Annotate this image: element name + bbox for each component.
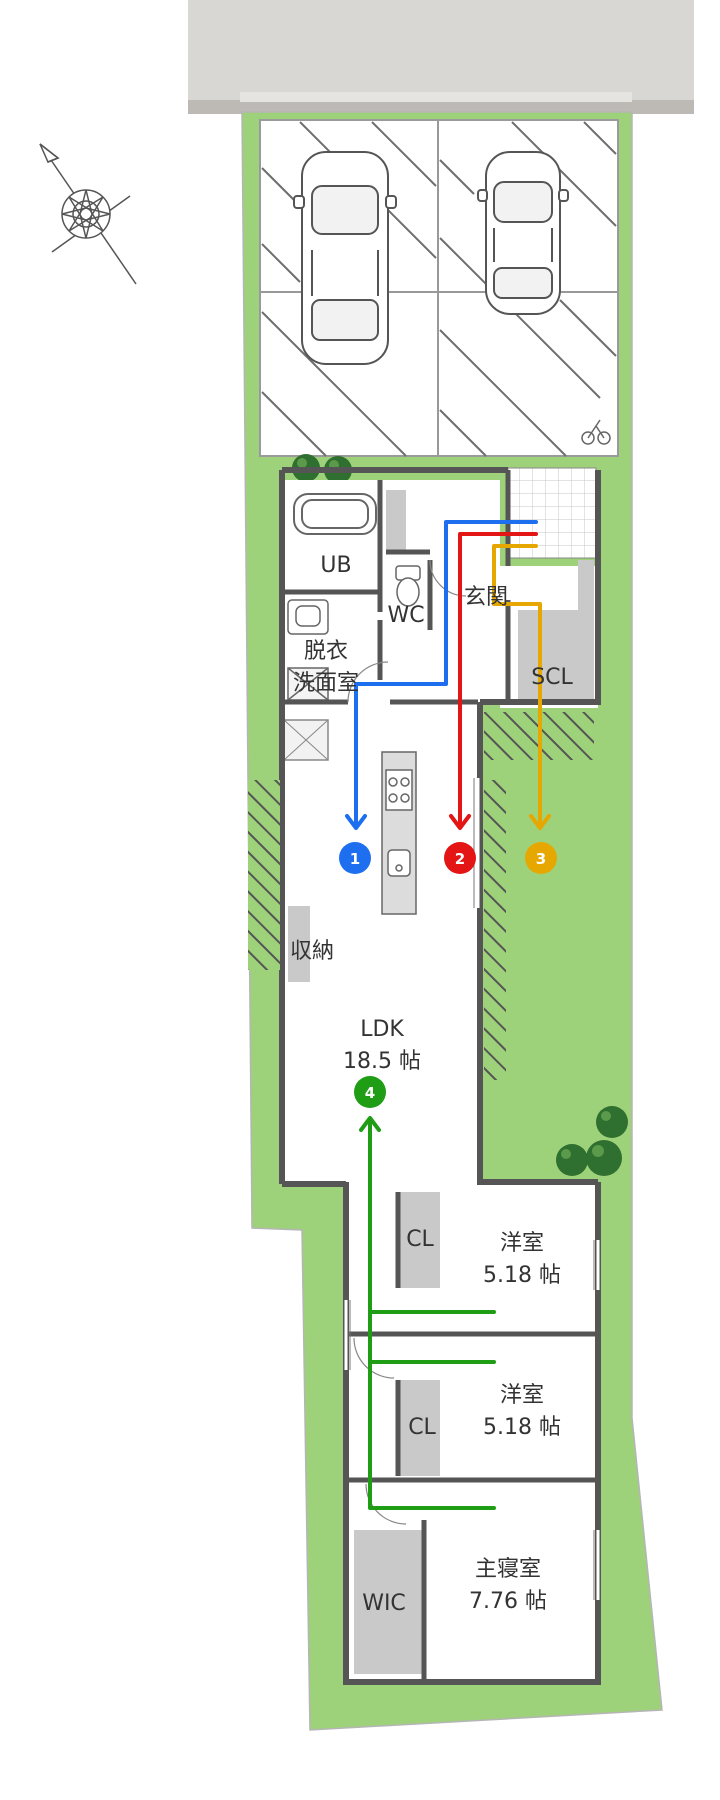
bicycle-icon [581, 419, 611, 445]
car-icon [477, 151, 569, 315]
deck-left [248, 780, 280, 970]
route-2-line [458, 532, 538, 828]
entrance-porch [507, 467, 597, 559]
route-4-line [368, 1118, 496, 1510]
room-label-dressing-2: 洗面室 [293, 671, 359, 696]
route-marker-4: 4 [354, 1076, 386, 1108]
cl1-closet [398, 1192, 440, 1288]
room-label-cl2: CL [408, 1415, 436, 1440]
room-label-wic: WIC [362, 1591, 406, 1616]
room-label-cl1: CL [406, 1227, 434, 1252]
room-label-master: 主寝室 [475, 1557, 541, 1582]
room-label-dressing-1: 脱衣 [304, 639, 348, 664]
toilet-icon [395, 565, 421, 607]
route-3-arrowhead [529, 814, 551, 830]
wic-closet [354, 1530, 424, 1674]
cl2-closet [398, 1380, 440, 1476]
room-label-master-size: 7.76 帖 [469, 1589, 547, 1614]
storage-closet [288, 906, 310, 982]
room-label-scl: SCL [531, 665, 573, 690]
route-1-line [354, 520, 538, 828]
svg-text:1: 1 [350, 850, 360, 868]
svg-text:3: 3 [536, 850, 546, 868]
route-3-line [492, 544, 542, 828]
room-label-ldk-size: 18.5 帖 [343, 1049, 421, 1074]
tree-icon [556, 1106, 628, 1176]
washbasin-icon [287, 599, 329, 701]
room-label-western2: 洋室 [500, 1383, 544, 1408]
room-label-entrance: 玄関 [464, 585, 508, 610]
room-label-ub: UB [320, 553, 351, 578]
room-label-western2-size: 5.18 帖 [483, 1415, 561, 1440]
route-2-arrowhead [449, 814, 471, 830]
route-marker-1: 1 [339, 842, 371, 874]
route-marker-3: 3 [525, 842, 557, 874]
scl-closet [518, 610, 594, 702]
kitchen-icon [381, 751, 417, 915]
bathtub-icon [293, 493, 377, 535]
svg-text:2: 2 [455, 850, 465, 868]
compass-icon [39, 143, 137, 285]
room-label-ldk: LDK [360, 1017, 404, 1042]
car-icon [293, 151, 397, 365]
room-label-storage: 収納 [290, 939, 334, 964]
road-curb [188, 100, 694, 114]
room-label-wc: WC [387, 603, 424, 628]
room-label-western1: 洋室 [500, 1231, 544, 1256]
house [279, 467, 601, 1685]
road-curb-gap [240, 92, 632, 102]
parking-area [259, 119, 619, 457]
route-4-arrowhead [359, 1116, 381, 1132]
route-marker-2: 2 [444, 842, 476, 874]
deck-right [484, 780, 506, 1080]
room-label-western1-size: 5.18 帖 [483, 1263, 561, 1288]
wc-storage [386, 490, 406, 552]
svg-text:4: 4 [365, 1084, 375, 1102]
route-1-arrowhead [345, 814, 367, 830]
